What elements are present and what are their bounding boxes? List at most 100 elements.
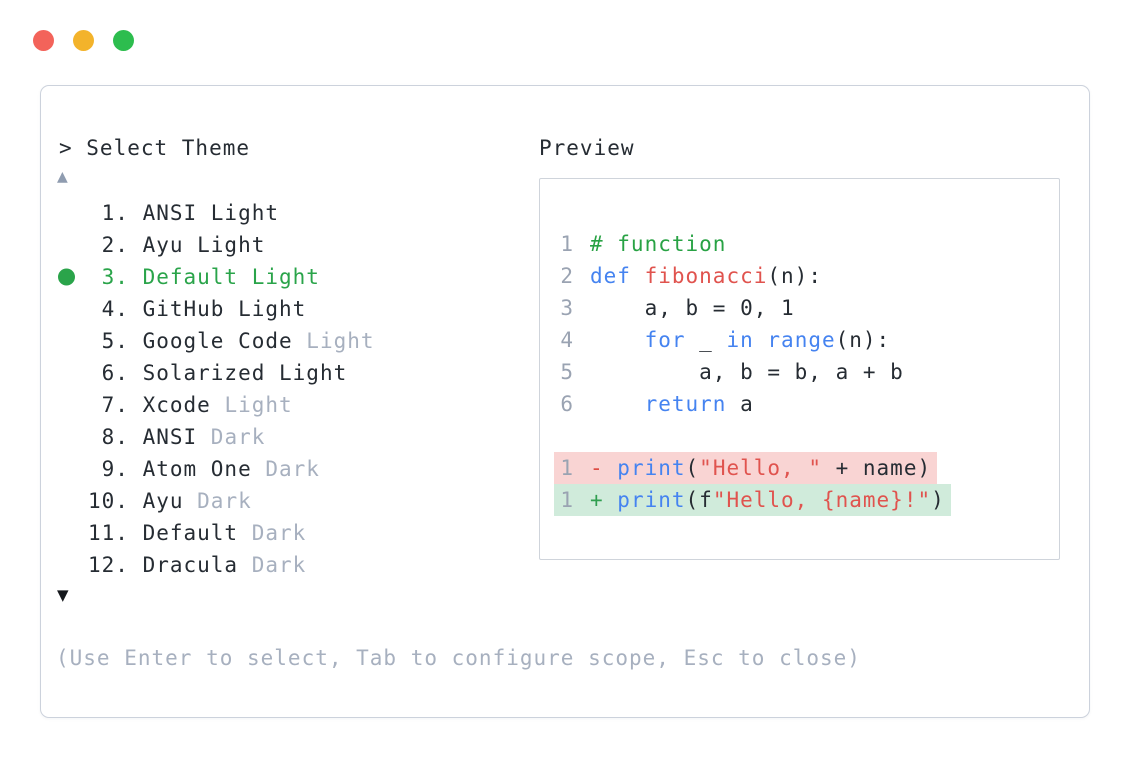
theme-item-6[interactable]: 6. Solarized Light — [88, 357, 536, 389]
code-token-plain: ( — [685, 456, 700, 480]
theme-item-3[interactable]: 3. Default Light — [58, 261, 536, 293]
theme-item-8[interactable]: 8. ANSI Dark — [88, 421, 536, 453]
line-number: 1 — [560, 232, 574, 256]
code-line-3: 3 a, b = 0, 1 — [560, 292, 1059, 324]
theme-item-variant-label: Dark — [183, 489, 252, 513]
theme-item-variant-label: Dark — [238, 521, 307, 545]
window-traffic-lights — [33, 30, 134, 51]
code-token-kw: def — [590, 264, 631, 288]
diff-added-highlight: 1 + print(f"Hello, {name}!") — [554, 484, 951, 516]
theme-item-number: 5. — [88, 329, 143, 353]
theme-item-variant-label: Light — [210, 393, 293, 417]
theme-item-label: ANSI — [142, 425, 198, 449]
diff-added-line: 1 + print(f"Hello, {name}!") — [554, 484, 1059, 516]
theme-item-label: GitHub Light — [142, 297, 307, 321]
code-blank-line — [560, 420, 1059, 452]
line-number: 1 — [560, 456, 574, 480]
theme-item-label: Solarized Light — [142, 361, 348, 385]
code-line-4: 4 for _ in range(n): — [560, 324, 1059, 356]
theme-item-label: Google Code — [142, 329, 293, 353]
select-theme-prompt: > Select Theme — [59, 136, 251, 160]
theme-item-number: 8. — [88, 425, 143, 449]
code-token-str: "Hello, " — [699, 456, 822, 480]
theme-item-10[interactable]: 10. Ayu Dark — [88, 485, 536, 517]
theme-item-label: Default Light — [142, 265, 320, 289]
scroll-down-icon[interactable]: ▼ — [57, 586, 69, 604]
code-token-kw: range — [767, 328, 836, 352]
theme-item-number: 7. — [88, 393, 143, 417]
code-token-plain: a, b = 0, 1 — [590, 296, 795, 320]
code-token-kw: return — [644, 392, 727, 416]
theme-item-2[interactable]: 2. Ayu Light — [88, 229, 536, 261]
diff-removed-highlight: 1- print("Hello, " + name) — [554, 452, 938, 484]
theme-item-number: 3. — [88, 265, 143, 289]
line-number: 2 — [560, 264, 574, 288]
code-token-plain: (n): — [835, 328, 891, 352]
theme-item-1[interactable]: 1. ANSI Light — [88, 197, 536, 229]
theme-item-5[interactable]: 5. Google Code Light — [88, 325, 536, 357]
theme-item-label: ANSI Light — [142, 201, 280, 225]
code-token-kw: print — [617, 456, 686, 480]
code-token-plain: a, b = b, a + b — [590, 360, 904, 384]
theme-item-variant-label: Dark — [197, 425, 266, 449]
line-number: 6 — [560, 392, 574, 416]
theme-item-4[interactable]: 4. GitHub Light — [88, 293, 536, 325]
code-token-plain — [754, 328, 768, 352]
code-token-plain — [631, 264, 645, 288]
theme-item-number: 1. — [88, 201, 143, 225]
theme-item-11[interactable]: 11. Default Dark — [88, 517, 536, 549]
theme-item-number: 10. — [88, 489, 143, 513]
line-number: 1 — [560, 488, 574, 512]
code-token-plain: (f — [685, 488, 713, 512]
code-token-plain: + name) — [821, 456, 932, 480]
theme-item-number: 12. — [88, 553, 143, 577]
code-token-kw: in — [726, 328, 754, 352]
traffic-light-zoom-button[interactable] — [113, 30, 134, 51]
code-line-6: 6 return a — [560, 388, 1059, 420]
theme-item-variant-label: Light — [292, 329, 375, 353]
theme-item-number: 6. — [88, 361, 143, 385]
theme-item-variant-label: Dark — [251, 457, 320, 481]
theme-item-label: Xcode — [142, 393, 211, 417]
line-number: 5 — [560, 360, 574, 384]
theme-item-label: Dracula — [142, 553, 239, 577]
theme-list: 1. ANSI Light 2. Ayu Light 3. Default Li… — [58, 197, 536, 581]
keyboard-hint: (Use Enter to select, Tab to configure s… — [56, 646, 861, 670]
diff-removed-line: 1- print("Hello, " + name) — [554, 452, 1059, 484]
theme-item-12[interactable]: 12. Dracula Dark — [88, 549, 536, 581]
theme-item-label: Atom One — [142, 457, 252, 481]
scroll-up-icon[interactable]: ▲ — [57, 169, 68, 185]
code-token-plus: + — [590, 488, 618, 512]
theme-item-7[interactable]: 7. Xcode Light — [88, 389, 536, 421]
code-line-1: 1 # function — [560, 228, 1059, 260]
code-token-kw: for — [644, 328, 686, 352]
code-token-plain: (n): — [767, 264, 822, 288]
theme-selector-window: > Select Theme ▲ 1. ANSI Light 2. Ayu Li… — [40, 85, 1090, 718]
theme-selector-panel: > Select Theme ▲ 1. ANSI Light 2. Ayu Li… — [56, 132, 861, 674]
theme-item-label: Default — [142, 521, 239, 545]
selected-item-dot-icon — [58, 268, 75, 286]
traffic-light-minimize-button[interactable] — [73, 30, 94, 51]
theme-item-label: Ayu — [142, 489, 184, 513]
code-token-plain: _ — [685, 328, 727, 352]
theme-item-number: 11. — [88, 521, 143, 545]
code-token-plain: ) — [931, 488, 945, 512]
code-token-minus: - — [590, 456, 618, 480]
code-line-5: 5 a, b = b, a + b — [560, 356, 1059, 388]
code-token-plain — [590, 392, 645, 416]
code-token-plain — [590, 328, 645, 352]
theme-item-9[interactable]: 9. Atom One Dark — [88, 453, 536, 485]
code-token-kw: print — [617, 488, 686, 512]
code-token-func: fibonacci — [644, 264, 768, 288]
code-token-comment: # function — [590, 232, 727, 256]
theme-item-variant-label: Dark — [238, 553, 307, 577]
theme-item-number: 4. — [88, 297, 143, 321]
line-number: 3 — [560, 296, 574, 320]
theme-item-label: Ayu Light — [142, 233, 266, 257]
code-line-2: 2 def fibonacci(n): — [560, 260, 1059, 292]
traffic-light-close-button[interactable] — [33, 30, 54, 51]
code-token-str: "Hello, {name}!" — [712, 488, 932, 512]
code-token-plain: a — [726, 392, 754, 416]
